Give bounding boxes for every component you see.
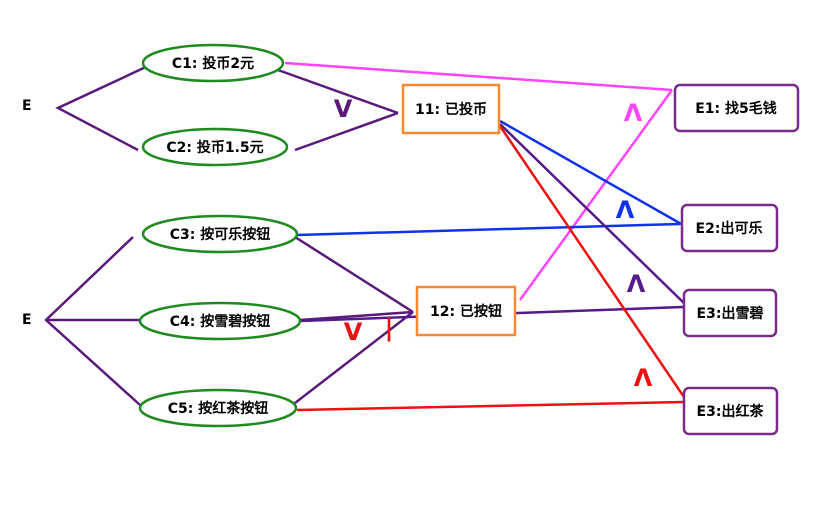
edge-c3-e2 xyxy=(296,222,681,237)
effect-label-e4: E3:出红茶 xyxy=(697,403,765,420)
effect-node-e2 xyxy=(680,203,779,253)
effect-node-e1 xyxy=(673,83,800,133)
and-symbol-e2: Λ xyxy=(616,196,635,224)
effect-node-e3 xyxy=(682,288,778,338)
connection-lines xyxy=(44,61,688,412)
cause-node-c3 xyxy=(141,214,299,254)
edge-c1-e1 xyxy=(284,61,673,92)
edge-e-top-c1-c2 xyxy=(55,64,149,152)
edge-c5-e4 xyxy=(296,400,684,412)
effect-node-e4 xyxy=(682,386,779,436)
or-symbol-top: V xyxy=(334,95,353,123)
cause-node-c5 xyxy=(138,388,298,428)
bar-symbol: | xyxy=(385,314,394,342)
intermediate-label-12: 12: 已按钮 xyxy=(430,303,502,320)
edge-m11-e2 xyxy=(499,119,684,227)
cause-label-c4: C4: 按雪碧按钮 xyxy=(170,313,271,330)
group-label-top: E xyxy=(22,98,32,114)
cause-label-c2: C2: 投币1.5元 xyxy=(166,140,263,156)
edge-c5-m12 xyxy=(294,311,414,404)
effect-nodes xyxy=(673,83,800,436)
and-symbol-e4: Λ xyxy=(634,364,653,392)
and-symbol-e1: Λ xyxy=(624,99,643,127)
cause-label-c3: C3: 按可乐按钮 xyxy=(170,226,271,243)
edge-m11-e4 xyxy=(498,125,688,401)
cause-label-c5: C5: 按红茶按钮 xyxy=(168,400,269,417)
cause-node-c4 xyxy=(138,301,302,341)
edge-c1-m11 xyxy=(277,68,399,115)
and-symbol-e3: Λ xyxy=(627,270,646,298)
node-labels: E E C1: 投币2元 C2: 投币1.5元 C3: 按可乐按钮 C4: 按雪… xyxy=(22,56,777,420)
effect-label-e2: E2:出可乐 xyxy=(696,220,763,237)
logic-symbols: V V | Λ Λ Λ Λ xyxy=(334,95,653,392)
intermediate-label-11: 11: 已投币 xyxy=(415,102,487,118)
intermediate-node-12 xyxy=(415,285,517,337)
edge-c4-m12 xyxy=(299,310,414,322)
effect-label-e3: E3:出雪碧 xyxy=(697,305,764,322)
cause-nodes xyxy=(138,43,302,428)
group-label-bottom: E xyxy=(22,312,32,328)
cause-node-c1 xyxy=(141,43,285,83)
cause-label-c1: C1: 投币2元 xyxy=(172,56,254,72)
intermediate-nodes xyxy=(401,83,517,337)
edge-m11-e3 xyxy=(499,123,687,306)
cause-node-c2 xyxy=(141,127,289,167)
effect-label-e1: E1: 找5毛钱 xyxy=(695,100,777,117)
intermediate-node-11 xyxy=(401,83,501,135)
edge-m12-e1 xyxy=(518,89,674,301)
or-symbol-bottom: V xyxy=(344,318,363,346)
edge-c3-m12 xyxy=(294,235,414,314)
edge-c2-m11 xyxy=(294,111,399,152)
